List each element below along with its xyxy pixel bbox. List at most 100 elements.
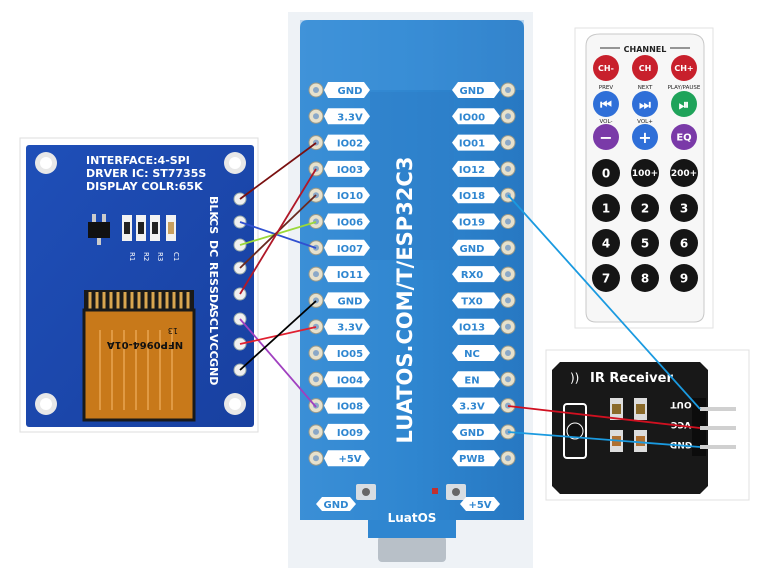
esp32-pin-label: IO01 [459,139,485,150]
ir-wave-icon: )) [570,371,579,385]
esp32-right-pin-column: GNDIO00IO01IO12IO18IO19GNDRX0TX0IO13NCEN… [452,82,516,467]
esp32-pin-label: IO13 [459,323,485,334]
esp32-pin-label: GND [460,244,485,255]
wire [239,221,317,246]
esp32-pin-label: IO06 [337,218,363,229]
ir-resistor [610,398,623,420]
esp32-pin-label: IO19 [459,218,485,229]
esp32-pin-label-bg [324,266,370,283]
lcd-pin-labels: BLK CS DC RES SDA SCL VCC GND [207,196,220,385]
esp32-pin-label: IO05 [337,349,363,360]
esp32-pin: IO11 [308,266,370,283]
esp32-pin: IO18 [452,187,516,204]
esp32-pin-label-bg [452,266,500,283]
remote-button: 1 [592,194,620,222]
remote-button: + [632,124,658,150]
esp32-pin: 3.3V [452,397,516,414]
esp32-pin: TX0 [452,292,516,309]
remote-button-label: 4 [602,236,610,250]
esp32-pin-label-bg [324,345,370,361]
ir-remote: CHANNEL CH-PREVCHNEXTCH+PLAY/PAUSE⏮VOL-⏭… [574,27,714,329]
remote-button-label: − [599,128,612,147]
esp32-pin-label: IO10 [337,191,363,202]
lcd-spec-line: DISPLAY COLR:65K [86,180,203,193]
lcd-pin-label: SDA [207,286,220,312]
esp32-pin-label-bg [452,397,500,414]
esp32-pin-label-bg [324,160,370,177]
esp32-pin-label: RX0 [461,270,483,281]
remote-button: 6 [670,229,698,257]
esp32-pin: 3.3V [308,318,370,335]
esp32-pin: PWB [452,450,516,467]
esp32-pin-label: EN [464,375,479,386]
esp32-pin: IO04 [308,371,370,388]
esp32-pin-label: TX0 [461,296,483,307]
lcd-pin-label: VCC [207,334,220,359]
esp32-pin: IO19 [452,213,516,230]
remote-button-label: 200+ [671,169,697,179]
lcd-spec-line: INTERFACE:4-SPI [86,154,190,167]
lcd-pin-label: DC [207,240,220,257]
ir-resistor [634,398,647,420]
ir-receiver-pcb [552,362,708,494]
lcd-flex-cable: NFP0964-01A 13 [82,290,196,422]
esp32-pin-label: IO11 [337,270,363,281]
remote-button: 4 [592,229,620,257]
ir-pin-label: OUT [670,399,692,409]
lcd-transistor [88,214,110,245]
lcd-module: INTERFACE:4-SPI DRVER IC: ST7735S DISPLA… [19,137,259,433]
esp32-pin: IO05 [308,345,370,361]
remote-button: 9 [670,264,698,292]
esp32-pin-label: +5V [338,454,361,465]
esp32-pin-label: GND [338,86,363,97]
esp32-pin: 3.3V [308,108,370,125]
esp32-pin-label-bg [452,187,500,204]
lcd-pin-label: RES [207,262,220,286]
lcd-pin-label: SCL [207,310,220,333]
esp32-bottom-right-pin: +5V [460,497,500,511]
esp32-pin-label-bg [452,160,500,177]
lcd-mount-hole [224,152,246,174]
remote-button-label: CH [639,64,652,73]
remote-channel-header: CHANNEL [624,45,667,54]
wire [239,168,317,295]
remote-button-label: 6 [680,236,688,250]
esp32-pin-label-bg [324,239,370,256]
esp32-pin: IO01 [452,134,516,151]
play-pause-icon: ⏯ [679,98,689,113]
usb-connector [378,536,446,562]
esp32-pin-label: GND [460,86,485,97]
esp32-pin-label: IO04 [337,375,363,386]
esp32-pin-label-bg [452,371,500,388]
reset-button [446,484,466,500]
remote-button: 100+ [631,159,659,187]
esp32-pin-label-bg [324,397,370,414]
esp32-pin-label: IO00 [459,112,485,123]
wire-layer [239,142,701,448]
remote-button-label: + [638,128,651,147]
remote-button: 3 [670,194,698,222]
ir-receiver-title: IR Receiver [590,371,673,386]
esp32-pin-label: IO08 [337,402,363,413]
remote-button: 7 [592,264,620,292]
esp32-pin: IO12 [452,160,516,177]
wire [507,405,701,429]
remote-button-label: 8 [641,271,649,285]
esp32-pin-label-bg [324,187,370,204]
remote-button-caption: NEXT [638,85,653,91]
esp32-pin-label: IO18 [459,191,485,202]
lcd-pin-label: CS [207,218,220,234]
esp32-pin: GND [452,82,516,98]
esp32-bottom-right-label: +5V [468,500,491,511]
wire [239,221,317,249]
wire [507,194,701,410]
remote-button-label: CH+ [674,64,693,73]
lcd-pin-label: GND [207,358,220,385]
esp32-bottom-left-label: GND [324,500,349,511]
remote-button-caption: PREV [599,85,614,91]
remote-button-caption: PLAY/PAUSE [668,85,701,91]
esp32-board: GND3.3VIO02IO03IO10IO06IO07IO11GND3.3VIO… [288,12,533,568]
wire [507,431,701,448]
